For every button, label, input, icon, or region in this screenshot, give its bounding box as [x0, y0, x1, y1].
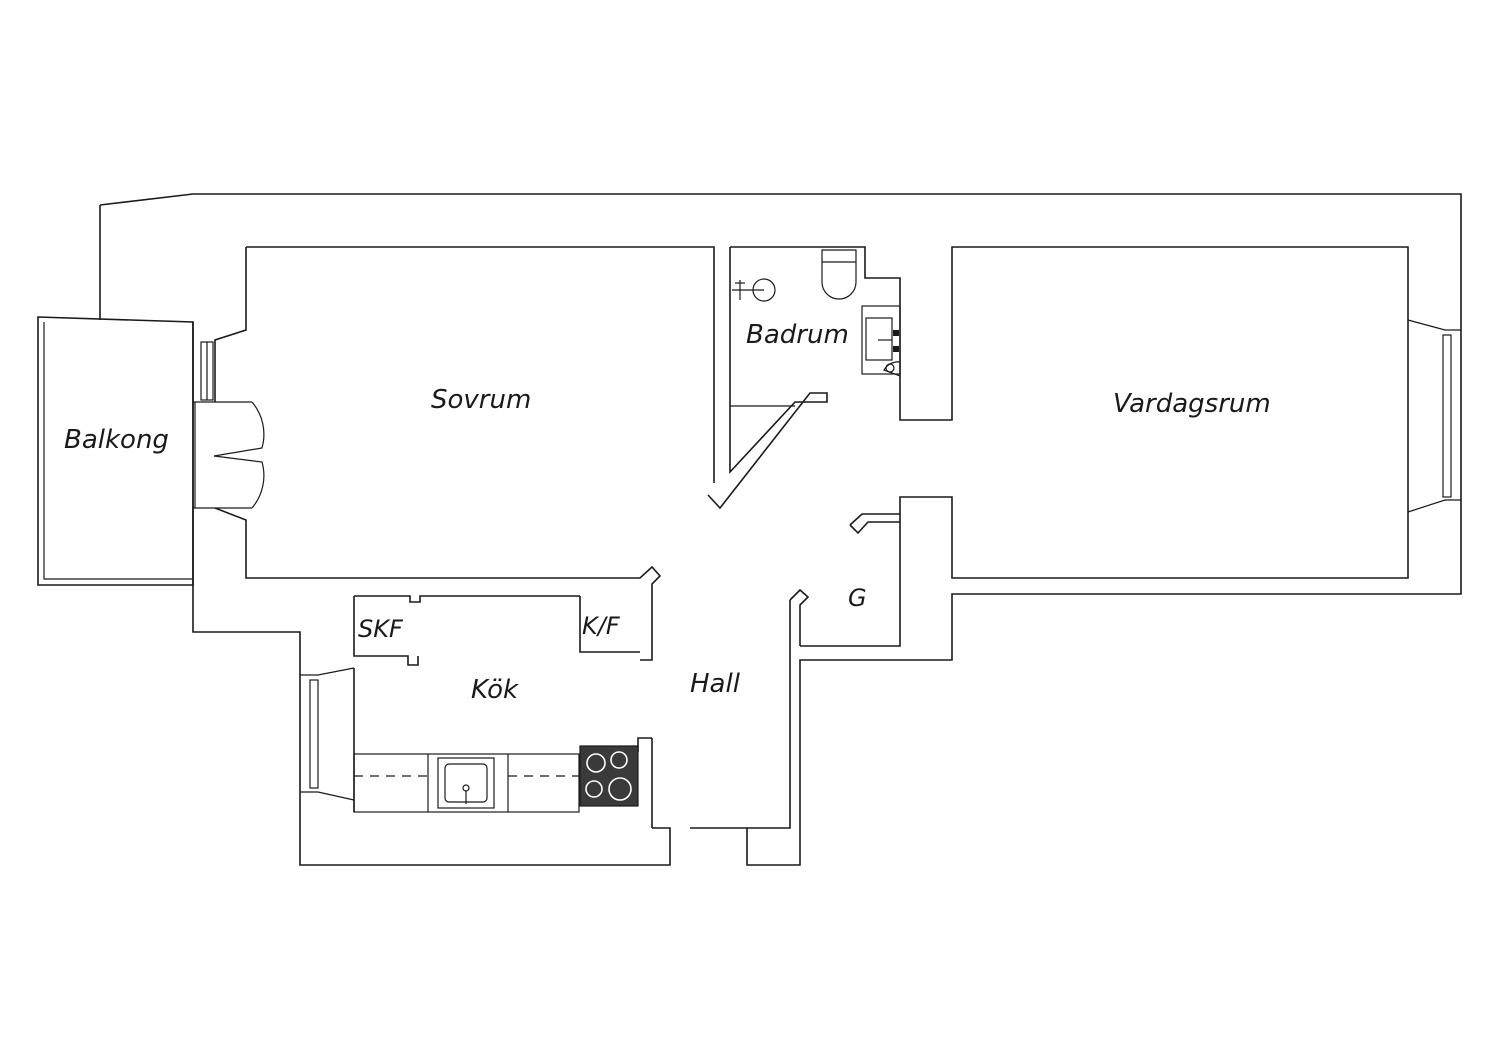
kitchen-counter — [353, 753, 580, 813]
label-balkong: Balkong — [64, 425, 169, 455]
balcony-door — [193, 401, 265, 509]
window-icon — [1407, 319, 1461, 513]
label-badrum: Badrum — [746, 320, 849, 350]
closet-g-walls — [747, 513, 900, 829]
balcony — [37, 316, 194, 586]
label-kok: Kök — [471, 675, 519, 705]
bedroom-walls — [214, 246, 715, 661]
washbasin-icon — [861, 305, 901, 375]
kitchen-walls — [353, 595, 653, 828]
bathroom-walls — [707, 246, 1409, 647]
label-sovrum: Sovrum — [431, 385, 531, 415]
label-g: G — [848, 584, 867, 612]
window-icon — [200, 341, 214, 401]
shower-icon — [732, 278, 776, 302]
toilet-icon — [821, 249, 857, 300]
label-vardagsrum: Vardagsrum — [1113, 389, 1271, 419]
sink-icon — [437, 757, 495, 809]
label-skf: SKF — [358, 615, 404, 643]
stove-icon — [579, 745, 639, 807]
label-kf: K/F — [582, 612, 621, 640]
window-icon — [300, 667, 355, 801]
outer-walls — [99, 193, 1462, 866]
label-hall: Hall — [690, 669, 741, 699]
door-icon — [883, 361, 901, 377]
